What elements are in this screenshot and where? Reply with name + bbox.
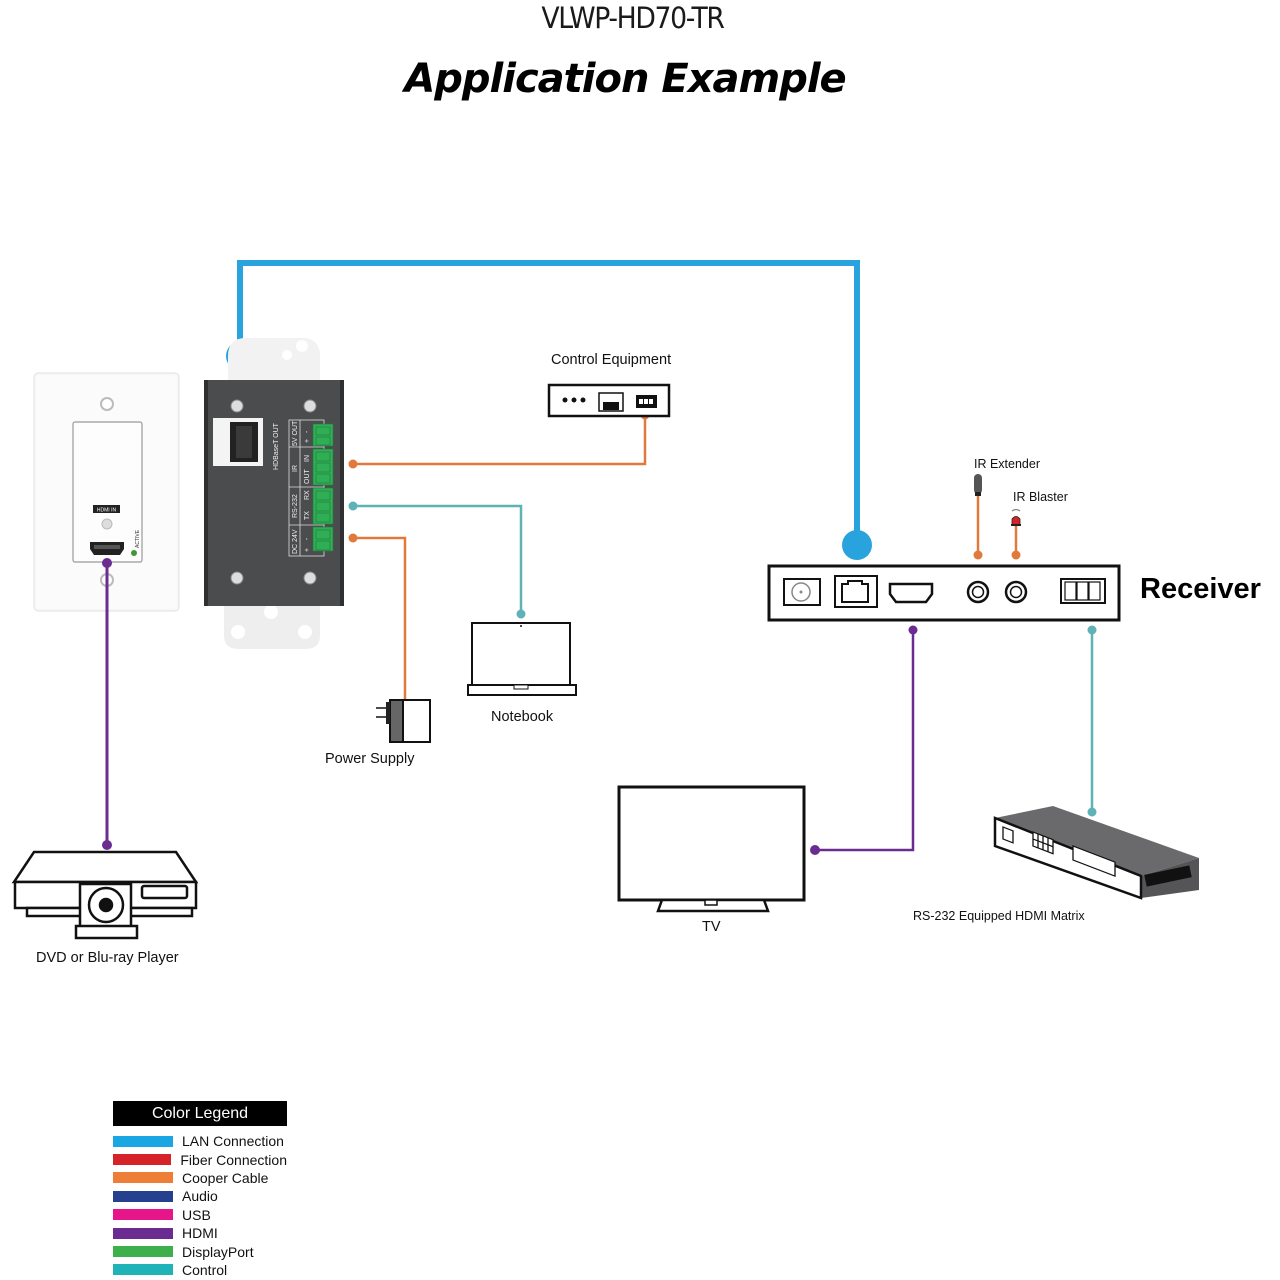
dvd-player-device (11, 850, 199, 940)
legend-items: LAN Connection Fiber Connection Cooper C… (113, 1132, 287, 1279)
legend-item: DisplayPort (113, 1242, 287, 1260)
ir-blaster-label: IR Blaster (1013, 490, 1068, 504)
legend-item: HDMI (113, 1224, 287, 1242)
control-cable-notebook (348, 501, 526, 619)
control-equipment-device (547, 383, 671, 418)
transmitter-front-plate (33, 372, 180, 612)
legend-label: HDMI (182, 1225, 218, 1242)
ir-label: IR (292, 465, 299, 472)
ir-led-icon (1011, 516, 1021, 526)
terminal-minus: - (304, 537, 311, 540)
hdmi-matrix-device (993, 806, 1199, 900)
notebook-label: Notebook (491, 709, 554, 725)
ir-extender-label: IR Extender (974, 457, 1041, 471)
lan-connector-receiver (842, 530, 872, 560)
notebook-device (467, 622, 577, 696)
control-cable-matrix (1087, 625, 1097, 817)
tv-device (617, 785, 806, 913)
5v-out-label: 5V OUT (292, 420, 299, 446)
hdmi-in-label: HDMI IN (97, 508, 117, 514)
terminal-tx: TX (304, 511, 311, 520)
legend-label: LAN Connection (182, 1133, 284, 1150)
terminal-rx: RX (304, 490, 311, 500)
legend-label: Cooper Cable (182, 1169, 269, 1186)
legend-label: DisplayPort (182, 1243, 254, 1260)
color-legend: Color Legend LAN Connection Fiber Connec… (113, 1101, 287, 1279)
legend-swatch (113, 1264, 173, 1276)
legend-swatch (113, 1190, 173, 1202)
legend-swatch (113, 1172, 173, 1184)
screw-icon (230, 571, 244, 585)
hdmi-cable-tv (810, 625, 918, 855)
terminal-out: OUT (304, 469, 311, 485)
legend-label: Fiber Connection (180, 1151, 287, 1168)
screw-icon (230, 399, 244, 413)
hdmi-port-icon (888, 582, 934, 604)
page-title: Application Example (404, 56, 846, 102)
screw-icon (303, 571, 317, 585)
legend-swatch (113, 1227, 173, 1239)
terminal-plus: + (304, 548, 311, 552)
dc-24v-label: DC 24V (292, 529, 299, 554)
power-supply-device (376, 699, 431, 743)
legend-swatch (113, 1209, 173, 1221)
legend-item: Control (113, 1261, 287, 1279)
active-label: ACTIVE (135, 529, 141, 548)
legend-item: LAN Connection (113, 1132, 287, 1150)
hdmi-in-label-bg (93, 505, 120, 513)
ir-sensor-icon (101, 518, 113, 530)
active-led-icon (131, 550, 137, 556)
hdbaset-out-label: HDBaseT OUT (273, 422, 280, 470)
copper-cable-control-equipment (348, 410, 650, 469)
legend-item: USB (113, 1206, 287, 1224)
legend-title: Color Legend (113, 1101, 287, 1126)
power-supply-label: Power Supply (325, 751, 415, 767)
screw-icon (303, 399, 317, 413)
terminal-block (312, 423, 334, 552)
hdmi-matrix-label: RS-232 Equipped HDMI Matrix (913, 909, 1085, 923)
control-equipment-label: Control Equipment (551, 352, 672, 368)
ir-extender-cable (973, 474, 983, 560)
screw-icon (100, 397, 114, 411)
terminal-plus: + (304, 439, 311, 443)
legend-label: Audio (182, 1188, 218, 1205)
ir-blaster-cable (1011, 508, 1021, 560)
legend-swatch (113, 1154, 172, 1166)
terminal-minus: - (304, 430, 311, 433)
legend-item: Cooper Cable (113, 1169, 287, 1187)
dvd-player-label: DVD or Blu-ray Player (36, 950, 179, 966)
legend-item: Audio (113, 1187, 287, 1205)
legend-swatch (113, 1135, 173, 1147)
hdmi-cable-dvd (102, 558, 112, 850)
copper-cable-power (348, 533, 407, 700)
transmitter-rear-panel (204, 338, 344, 649)
ir-signal-icon (1011, 508, 1021, 512)
receiver-label: Receiver (1140, 573, 1261, 605)
legend-swatch (113, 1246, 173, 1258)
rs232-label: RS-232 (292, 494, 299, 518)
legend-label: Control (182, 1261, 228, 1278)
terminal-in: IN (304, 455, 311, 462)
model-title: VLWP-HD70-TR (541, 1, 725, 35)
tv-label: TV (702, 919, 721, 935)
legend-label: USB (182, 1206, 211, 1223)
legend-item: Fiber Connection (113, 1150, 287, 1168)
receiver-device (767, 564, 1121, 622)
